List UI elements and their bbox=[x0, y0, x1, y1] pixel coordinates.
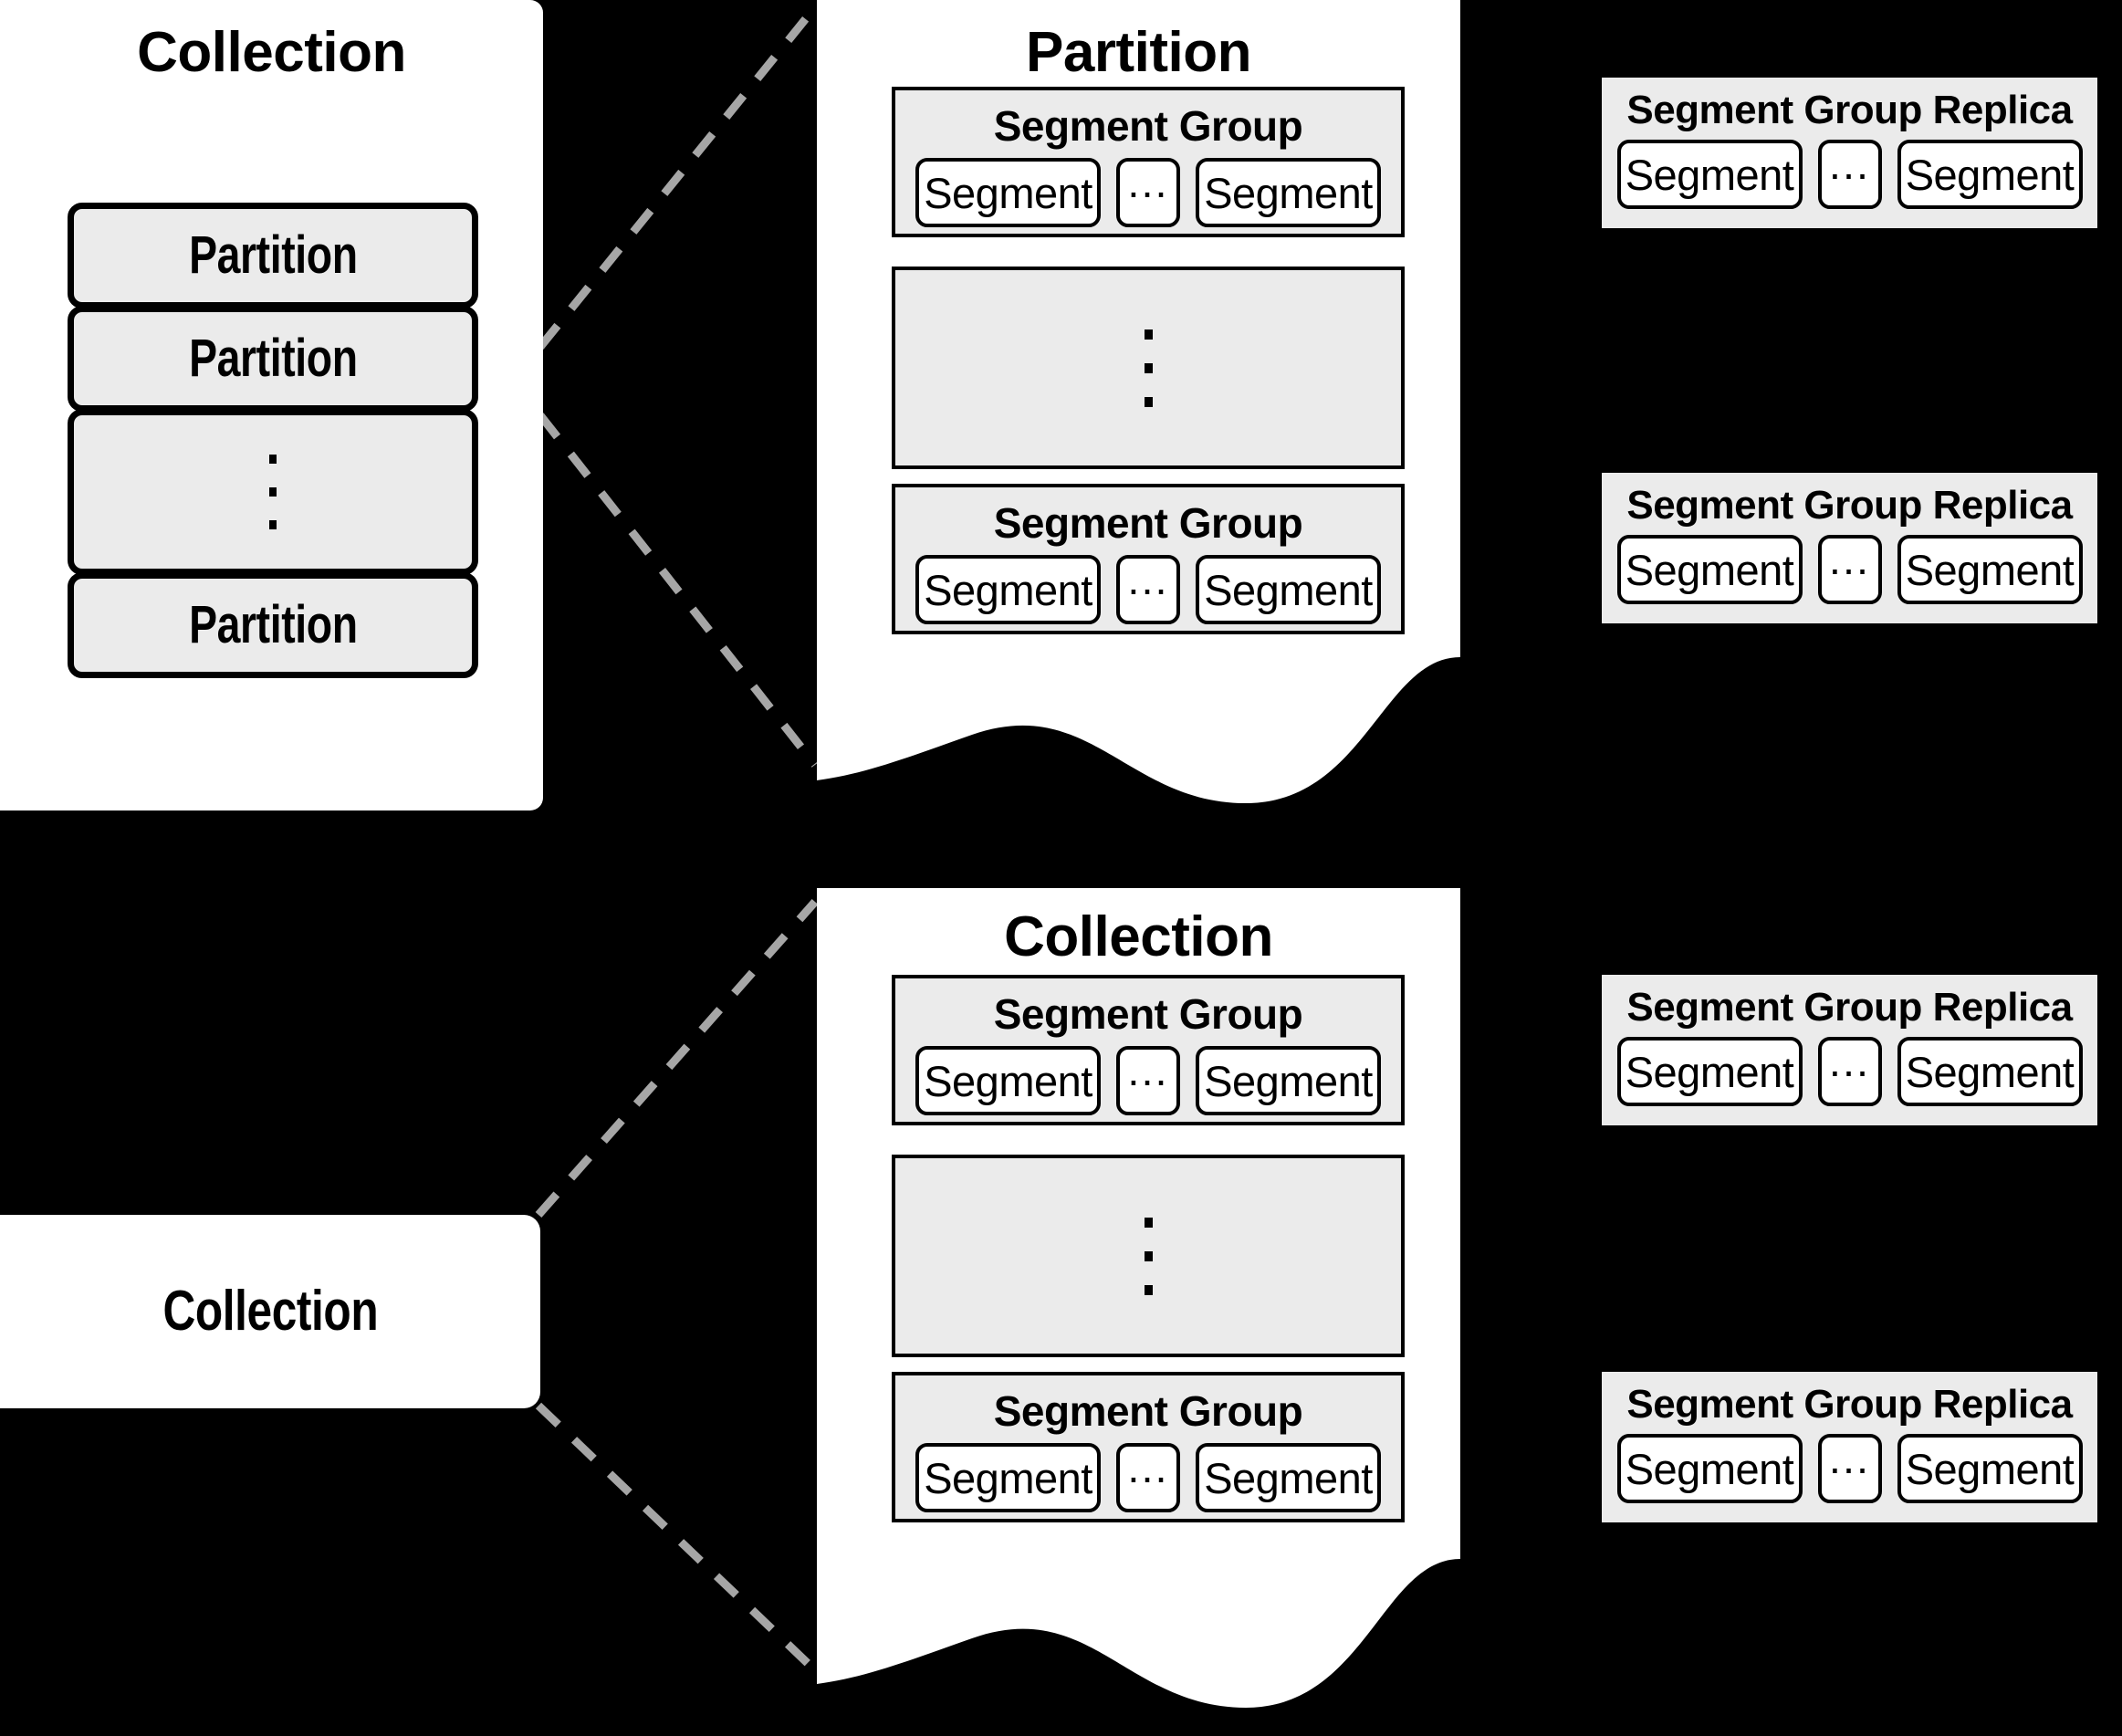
collection-panel-top: Collection Partition Partition Partition bbox=[0, 0, 543, 810]
segment-box[interactable]: Segment bbox=[1196, 158, 1381, 227]
partition-card-segment-group-ellipsis bbox=[892, 267, 1405, 469]
collection-panel-top-title: Collection bbox=[137, 21, 406, 84]
segment-box[interactable]: Segment bbox=[1897, 140, 2083, 209]
segment-group-replica-3[interactable]: Segment Group Replica Segment ... Segmen… bbox=[1602, 975, 2097, 1125]
segment-ellipsis-box: ... bbox=[1817, 140, 1882, 209]
partition-ellipsis bbox=[68, 409, 478, 575]
segment-row: Segment ... Segment bbox=[895, 555, 1401, 624]
partition-item-3[interactable]: Partition bbox=[68, 572, 478, 678]
segment-group-replica-1[interactable]: Segment Group Replica Segment ... Segmen… bbox=[1602, 78, 2097, 228]
segment-box[interactable]: Segment bbox=[1616, 1037, 1803, 1106]
collection-panel-bottom-title: Collection bbox=[162, 1280, 378, 1343]
collection-card-segment-group-1[interactable]: Segment Group Segment ... Segment bbox=[892, 975, 1405, 1125]
segment-box[interactable]: Segment bbox=[1616, 535, 1803, 604]
segment-ellipsis-box: ... bbox=[1817, 1434, 1882, 1503]
collection-detail-card: Collection Segment Group Segment ... Seg… bbox=[817, 888, 1460, 1736]
collection-card-segment-group-ellipsis bbox=[892, 1155, 1405, 1357]
segment-box[interactable]: Segment bbox=[1196, 1046, 1381, 1115]
segment-box[interactable]: Segment bbox=[1897, 1434, 2083, 1503]
collection-panel-bottom[interactable]: Collection bbox=[0, 1215, 540, 1408]
segment-box[interactable]: Segment bbox=[1616, 140, 1803, 209]
vertical-ellipsis-icon bbox=[1144, 329, 1153, 407]
segment-ellipsis-box: ... bbox=[1116, 1443, 1180, 1512]
partition-item-2[interactable]: Partition bbox=[68, 306, 478, 412]
segment-ellipsis-box: ... bbox=[1817, 1037, 1882, 1106]
segment-row: Segment ... Segment bbox=[1602, 140, 2097, 224]
segment-box[interactable]: Segment bbox=[1897, 535, 2083, 604]
segment-box[interactable]: Segment bbox=[915, 1443, 1101, 1512]
segment-group-replica-2[interactable]: Segment Group Replica Segment ... Segmen… bbox=[1602, 473, 2097, 623]
segment-group-title: Segment Group bbox=[993, 102, 1303, 150]
segment-row: Segment ... Segment bbox=[1602, 535, 2097, 619]
segment-ellipsis-box: ... bbox=[1116, 158, 1180, 227]
segment-row: Segment ... Segment bbox=[895, 158, 1401, 227]
segment-ellipsis-box: ... bbox=[1116, 1046, 1180, 1115]
connector-collection-bottom-lower bbox=[535, 1402, 819, 1674]
segment-box[interactable]: Segment bbox=[1196, 555, 1381, 624]
partition-card-title: Partition bbox=[1026, 21, 1251, 84]
partition-card-segment-group-1[interactable]: Segment Group Segment ... Segment bbox=[892, 87, 1405, 237]
segment-ellipsis-box: ... bbox=[1116, 555, 1180, 624]
vertical-ellipsis-icon bbox=[1144, 1217, 1153, 1295]
segment-box[interactable]: Segment bbox=[1616, 1434, 1803, 1503]
segment-row: Segment ... Segment bbox=[895, 1046, 1401, 1115]
segment-row: Segment ... Segment bbox=[1602, 1434, 2097, 1518]
partition-list: Partition Partition Partition bbox=[68, 203, 478, 678]
segment-group-title: Segment Group bbox=[993, 990, 1303, 1038]
connector-collection-top-upper bbox=[537, 5, 819, 350]
segment-row: Segment ... Segment bbox=[895, 1443, 1401, 1512]
collection-card-title: Collection bbox=[1004, 905, 1273, 968]
replica-title: Segment Group Replica bbox=[1626, 985, 2073, 1030]
segment-box[interactable]: Segment bbox=[915, 555, 1101, 624]
segment-box[interactable]: Segment bbox=[1196, 1443, 1381, 1512]
segment-box[interactable]: Segment bbox=[1897, 1037, 2083, 1106]
partition-item-1[interactable]: Partition bbox=[68, 203, 478, 309]
segment-group-title: Segment Group bbox=[993, 499, 1303, 547]
connector-collection-bottom-upper bbox=[535, 899, 819, 1218]
collection-card-segment-group-2[interactable]: Segment Group Segment ... Segment bbox=[892, 1372, 1405, 1522]
segment-box[interactable]: Segment bbox=[915, 1046, 1101, 1115]
partition-detail-card: Partition Segment Group Segment ... Segm… bbox=[817, 0, 1460, 812]
replica-title: Segment Group Replica bbox=[1626, 88, 2073, 132]
segment-group-title: Segment Group bbox=[993, 1387, 1303, 1435]
replica-title: Segment Group Replica bbox=[1626, 1382, 2073, 1427]
partition-card-segment-group-2[interactable]: Segment Group Segment ... Segment bbox=[892, 484, 1405, 634]
connector-collection-top-lower bbox=[537, 413, 819, 768]
segment-group-replica-4[interactable]: Segment Group Replica Segment ... Segmen… bbox=[1602, 1372, 2097, 1522]
replica-title: Segment Group Replica bbox=[1626, 483, 2073, 528]
segment-box[interactable]: Segment bbox=[915, 158, 1101, 227]
vertical-ellipsis-icon bbox=[269, 455, 277, 529]
segment-ellipsis-box: ... bbox=[1817, 535, 1882, 604]
segment-row: Segment ... Segment bbox=[1602, 1037, 2097, 1121]
